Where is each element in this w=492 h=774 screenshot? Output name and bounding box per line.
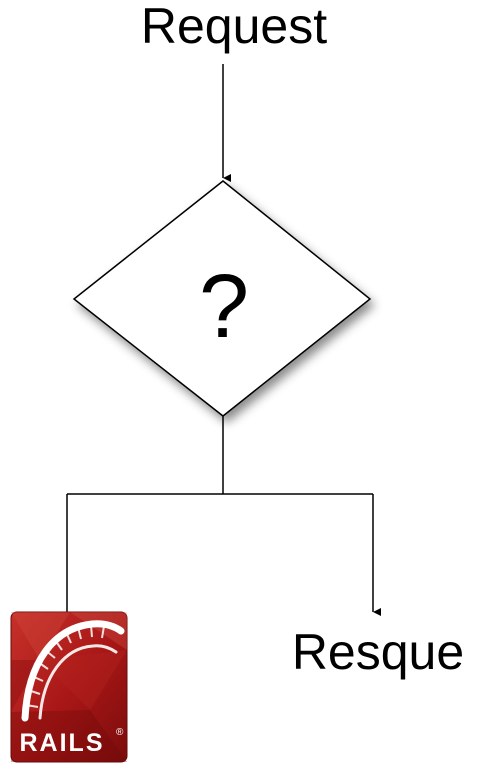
request-label: Request	[141, 0, 327, 54]
rails-logo-wordmark: RAILS	[20, 729, 105, 757]
branch-connectors	[66, 416, 381, 616]
resque-label: Resque	[292, 624, 464, 680]
decision-symbol: ?	[199, 257, 249, 357]
rails-logo-icon: RAILS ®	[10, 611, 128, 763]
rails-logo-registered-mark: ®	[116, 727, 124, 738]
decision-node: ?	[72, 180, 372, 417]
